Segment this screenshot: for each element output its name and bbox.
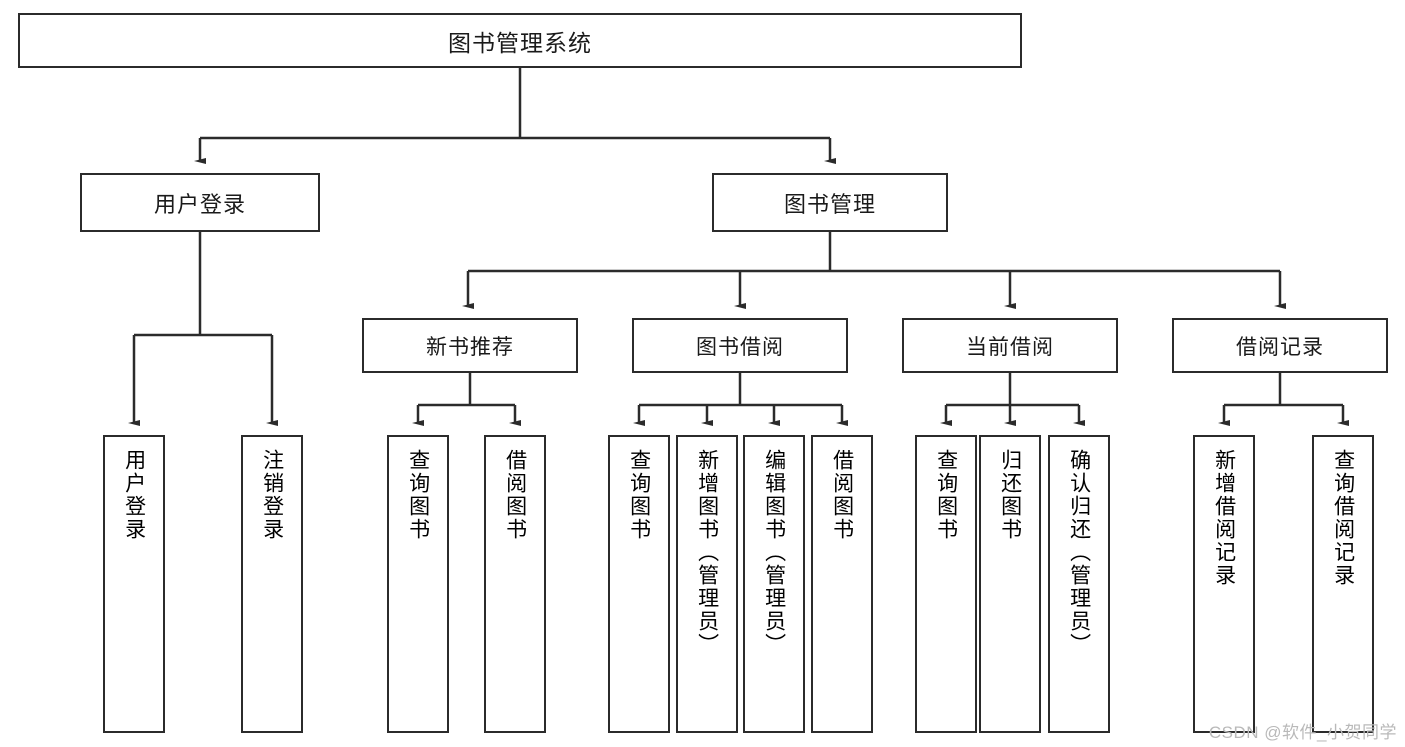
node-new-book-recommend[interactable]: 新书推荐 [362, 318, 578, 373]
leaf-query-record-label: 查询借阅记录 [1331, 449, 1355, 587]
leaf-query-record[interactable]: 查询借阅记录 [1312, 435, 1374, 733]
leaf-add-record[interactable]: 新增借阅记录 [1193, 435, 1255, 733]
node-current-borrow[interactable]: 当前借阅 [902, 318, 1118, 373]
node-root-label: 图书管理系统 [448, 29, 592, 56]
leaf-query-book-3[interactable]: 查询图书 [915, 435, 977, 733]
leaf-user-logout[interactable]: 注销登录 [241, 435, 303, 733]
leaf-user-logout-wrap: 注销登录 [243, 437, 301, 731]
node-book-management-label: 图书管理 [783, 191, 876, 217]
leaf-add-book-wrap: 新增图书（管理员） [678, 437, 736, 731]
watermark-text: CSDN @软件_小贺同学 [1208, 723, 1397, 742]
leaf-query-book-2-wrap: 查询图书 [610, 437, 668, 731]
leaf-return-book[interactable]: 归还图书 [979, 435, 1041, 733]
leaf-confirm-return-label: 确认归还（管理员） [1067, 449, 1091, 656]
leaf-confirm-return[interactable]: 确认归还（管理员） [1048, 435, 1110, 733]
leaf-query-book-1[interactable]: 查询图书 [387, 435, 449, 733]
node-user-login[interactable]: 用户登录 [80, 173, 320, 232]
leaf-query-book-3-label: 查询图书 [934, 449, 958, 541]
leaf-user-logout-label: 注销登录 [260, 449, 284, 541]
leaf-query-book-2-label: 查询图书 [627, 449, 651, 541]
node-book-borrow[interactable]: 图书借阅 [632, 318, 848, 373]
node-root[interactable]: 图书管理系统 [18, 13, 1022, 68]
leaf-user-login-wrap: 用户登录 [105, 437, 163, 731]
leaf-query-book-2[interactable]: 查询图书 [608, 435, 670, 733]
leaf-confirm-return-wrap: 确认归还（管理员） [1050, 437, 1108, 731]
leaf-user-login-label: 用户登录 [122, 449, 146, 541]
leaf-borrow-book-1[interactable]: 借阅图书 [484, 435, 546, 733]
leaf-edit-book-label: 编辑图书（管理员） [762, 449, 786, 656]
node-user-login-label: 用户登录 [153, 191, 246, 217]
leaf-borrow-book-2-label: 借阅图书 [830, 449, 854, 541]
node-book-management[interactable]: 图书管理 [712, 173, 948, 232]
leaf-add-record-label: 新增借阅记录 [1212, 449, 1236, 587]
leaf-edit-book[interactable]: 编辑图书（管理员） [743, 435, 805, 733]
leaf-add-book-label: 新增图书（管理员） [695, 449, 719, 656]
leaf-return-book-label: 归还图书 [998, 449, 1022, 541]
node-borrow-record[interactable]: 借阅记录 [1172, 318, 1388, 373]
leaf-query-book-3-wrap: 查询图书 [917, 437, 975, 731]
leaf-borrow-book-2-wrap: 借阅图书 [813, 437, 871, 731]
leaf-return-book-wrap: 归还图书 [981, 437, 1039, 731]
node-borrow-record-label: 借阅记录 [1236, 335, 1324, 359]
leaf-borrow-book-2[interactable]: 借阅图书 [811, 435, 873, 733]
leaf-query-record-wrap: 查询借阅记录 [1314, 437, 1372, 731]
leaf-edit-book-wrap: 编辑图书（管理员） [745, 437, 803, 731]
node-book-borrow-label: 图书借阅 [696, 335, 784, 359]
leaf-add-book[interactable]: 新增图书（管理员） [676, 435, 738, 733]
leaf-user-login[interactable]: 用户登录 [103, 435, 165, 733]
node-new-book-recommend-label: 新书推荐 [426, 335, 514, 359]
leaf-query-book-1-wrap: 查询图书 [389, 437, 447, 731]
node-current-borrow-label: 当前借阅 [966, 335, 1054, 359]
leaf-query-book-1-label: 查询图书 [406, 449, 430, 541]
leaf-borrow-book-1-label: 借阅图书 [503, 449, 527, 541]
leaf-borrow-book-1-wrap: 借阅图书 [486, 437, 544, 731]
leaf-add-record-wrap: 新增借阅记录 [1195, 437, 1253, 731]
